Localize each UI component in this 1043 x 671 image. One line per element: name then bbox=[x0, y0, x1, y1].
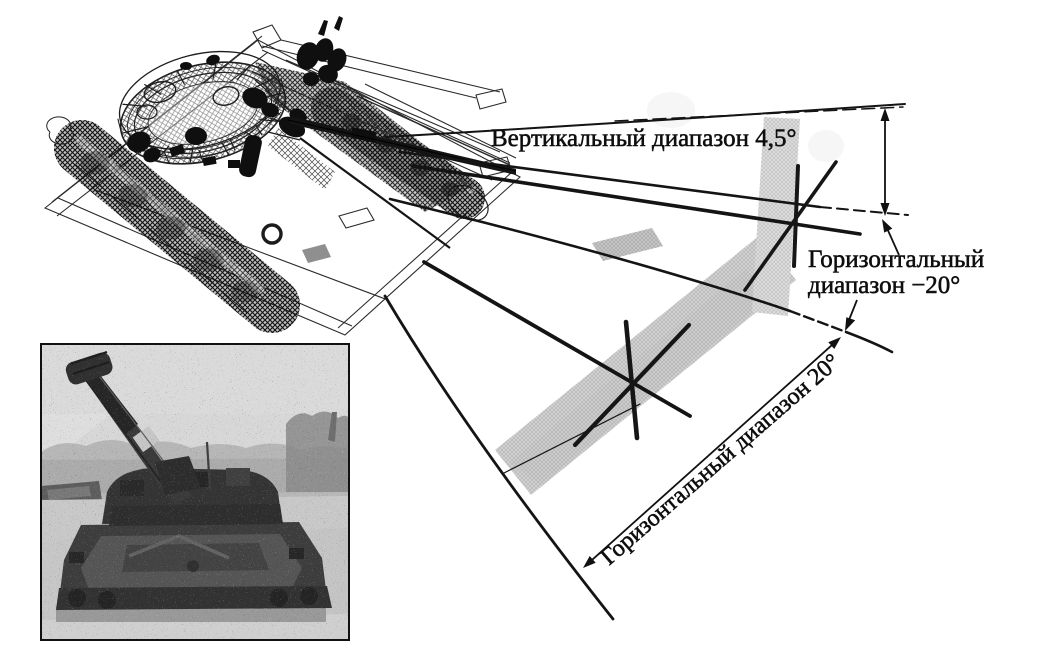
svg-text:диапазон −20°: диапазон −20° bbox=[808, 272, 960, 299]
svg-text:Горизонтальный: Горизонтальный bbox=[808, 246, 984, 273]
svg-text:Вертикальный диапазон 4,5°: Вертикальный диапазон 4,5° bbox=[491, 125, 796, 152]
